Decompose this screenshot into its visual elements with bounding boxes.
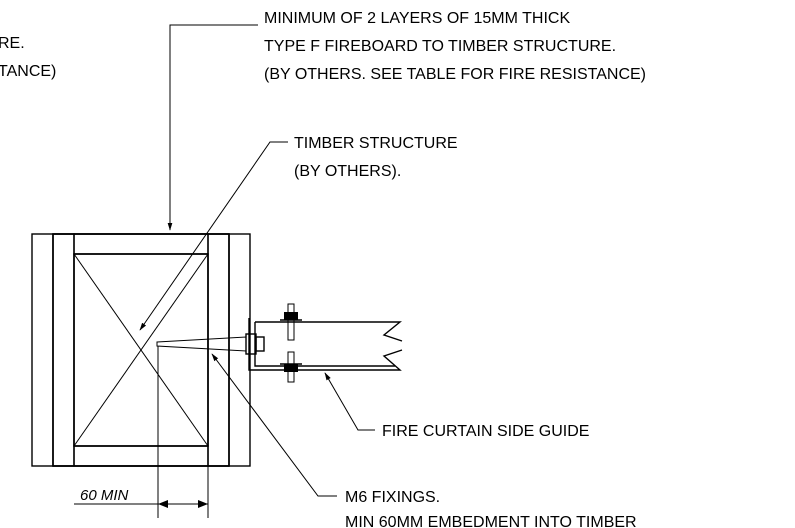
fireboard-left-band bbox=[52, 233, 75, 467]
timber-label-line-2: (BY OTHERS). bbox=[294, 163, 401, 180]
m6-fixing bbox=[156, 333, 265, 355]
leader-fireboard bbox=[167, 24, 258, 231]
fireboard-top-band bbox=[73, 233, 209, 255]
leader-timber bbox=[139, 141, 288, 331]
leader-side-guide bbox=[324, 372, 375, 431]
left-fragment-line-1: RE. bbox=[0, 35, 25, 52]
fireboard-bottom-band bbox=[73, 445, 209, 467]
fire-curtain-side-guide bbox=[248, 303, 403, 383]
timber-label-line-1: TIMBER STRUCTURE bbox=[294, 135, 458, 152]
dimension-60-min bbox=[74, 346, 209, 518]
dimension-label: 60 MIN bbox=[80, 487, 129, 504]
side-guide-label: FIRE CURTAIN SIDE GUIDE bbox=[382, 423, 589, 440]
fixings-label-line-1: M6 FIXINGS. bbox=[345, 489, 440, 506]
timber-structure bbox=[73, 253, 209, 447]
fireboard-label-line-2: TYPE F FIREBOARD TO TIMBER STRUCTURE. bbox=[264, 38, 616, 55]
leader-fixings bbox=[211, 353, 337, 497]
fireboard-label-line-1: MINIMUM OF 2 LAYERS OF 15MM THICK bbox=[264, 10, 570, 27]
left-fragment-line-2: TANCE) bbox=[0, 63, 56, 80]
fireboard-label-line-3: (BY OTHERS. SEE TABLE FOR FIRE RESISTANC… bbox=[264, 66, 646, 83]
fixings-label-line-2: MIN 60MM EMBEDMENT INTO TIMBER bbox=[345, 514, 637, 528]
